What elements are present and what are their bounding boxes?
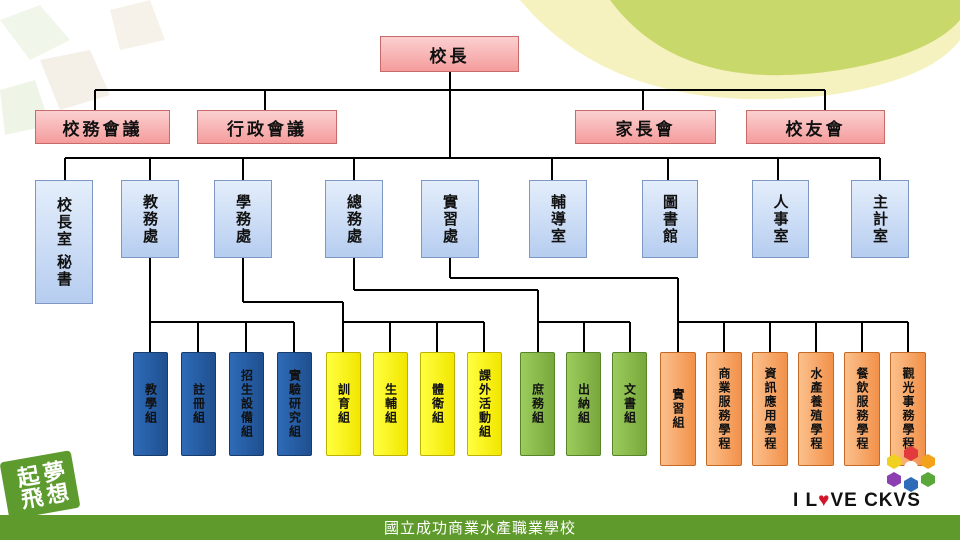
slogan-badge: 夢想起飛 (0, 450, 81, 520)
office-academic: 教務處 (121, 180, 179, 258)
council-school-affairs: 校務會議 (35, 110, 170, 144)
unit-registration-label: 註冊組 (191, 383, 206, 425)
unit-extracurricular: 課外活動組 (467, 352, 502, 456)
footer-school-name: 國立成功商業水產職業學校 (0, 515, 960, 540)
office-counseling-label: 輔導室 (549, 193, 567, 245)
program-food-service-label: 餐飲服務學程 (855, 367, 869, 451)
unit-student-guidance: 生輔組 (373, 352, 408, 456)
unit-experiment-research: 實驗研究組 (277, 352, 312, 456)
program-aquaculture-label: 水產養殖學程 (809, 367, 823, 451)
school-logo-icon (887, 446, 935, 492)
office-accounting: 主計室 (851, 180, 909, 258)
program-food-service: 餐飲服務學程 (844, 352, 880, 466)
council-parents: 家長會 (575, 110, 716, 144)
program-tourism: 觀光事務學程 (890, 352, 926, 466)
office-library: 圖書館 (642, 180, 698, 258)
office-practice-label: 實習處 (441, 193, 459, 245)
office-personnel-label: 人事室 (771, 193, 790, 245)
unit-internship: 實習組 (660, 352, 696, 466)
council-administrative: 行政會議 (197, 110, 337, 144)
office-accounting-label: 主計室 (871, 193, 889, 245)
unit-general-affairs-label: 庶務組 (530, 383, 545, 425)
office-general-label: 總務處 (345, 193, 363, 245)
program-business-service-label: 商業服務學程 (717, 367, 731, 451)
program-aquaculture: 水產養殖學程 (798, 352, 834, 466)
unit-teaching: 教學組 (133, 352, 168, 456)
office-practice: 實習處 (421, 180, 479, 258)
principal-box: 校長 (380, 36, 519, 72)
unit-registration: 註冊組 (181, 352, 216, 456)
unit-physical-health: 體衛組 (420, 352, 455, 456)
office-student: 學務處 (214, 180, 272, 258)
slogan-text: 夢想起飛 (11, 458, 70, 512)
unit-experiment-research-label: 實驗研究組 (287, 369, 302, 439)
office-general: 總務處 (325, 180, 383, 258)
unit-admission-equipment: 招生設備組 (229, 352, 264, 456)
unit-documents: 文書組 (612, 352, 647, 456)
unit-admission-equipment-label: 招生設備組 (239, 369, 254, 439)
unit-cashier: 出納組 (566, 352, 601, 456)
office-academic-label: 教務處 (141, 193, 159, 245)
unit-discipline-education: 訓育組 (326, 352, 361, 456)
unit-student-guidance-label: 生輔組 (383, 383, 398, 425)
program-business-service: 商業服務學程 (706, 352, 742, 466)
unit-teaching-label: 教學組 (143, 383, 158, 425)
brand-slogan: I L♥VE CKVS (793, 490, 921, 512)
office-student-label: 學務處 (234, 193, 252, 245)
office-principal-label: 校長室 (55, 196, 73, 248)
footer-text: 國立成功商業水產職業學校 (383, 519, 576, 537)
office-personnel: 人事室 (752, 180, 809, 258)
heart-icon: ♥ (818, 490, 831, 511)
office-principal-sub: 秘書 (55, 253, 73, 288)
council-alumni: 校友會 (746, 110, 885, 144)
office-counseling: 輔導室 (529, 180, 587, 258)
unit-documents-label: 文書組 (622, 383, 637, 425)
unit-internship-label: 實習組 (671, 388, 685, 430)
unit-discipline-education-label: 訓育組 (336, 383, 351, 425)
unit-extracurricular-label: 課外活動組 (477, 369, 492, 439)
office-library-label: 圖書館 (661, 193, 679, 245)
program-tourism-label: 觀光事務學程 (901, 367, 915, 451)
brand-pre: I L (793, 490, 819, 511)
unit-cashier-label: 出納組 (576, 383, 591, 425)
brand-post: VE CKVS (830, 490, 921, 511)
program-info-application: 資訊應用學程 (752, 352, 788, 466)
office-principal: 校長室 秘書 (35, 180, 93, 304)
program-info-application-label: 資訊應用學程 (763, 367, 777, 451)
unit-general-affairs: 庶務組 (520, 352, 555, 456)
unit-physical-health-label: 體衛組 (430, 383, 445, 425)
